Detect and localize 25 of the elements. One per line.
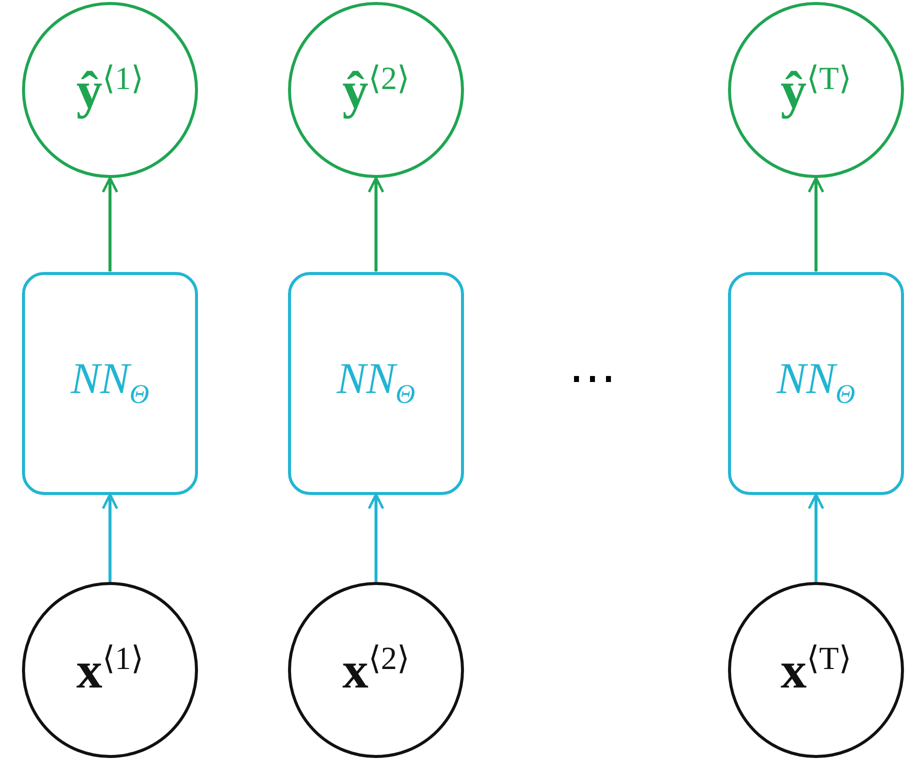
arrow xyxy=(368,493,384,582)
arrow xyxy=(102,176,118,272)
math-label: x$^{⟨2⟩}$ xyxy=(342,642,410,698)
arrow xyxy=(368,176,384,272)
math-label: ŷ$^{⟨T⟩}$ xyxy=(780,62,852,118)
variable-circle xyxy=(22,2,198,178)
network-box xyxy=(288,272,464,494)
variable-circle xyxy=(288,2,464,178)
math-label: NN$_{Θ}$ xyxy=(336,357,416,409)
math-label: ŷ$^{⟨2⟩}$ xyxy=(342,62,410,118)
math-label: ŷ$^{⟨1⟩}$ xyxy=(76,62,144,118)
variable-circle xyxy=(22,582,198,758)
math-label: NN$_{Θ}$ xyxy=(70,357,150,409)
variable-circle xyxy=(728,582,904,758)
ellipsis: ⋯ xyxy=(568,355,618,403)
math-label: NN$_{Θ}$ xyxy=(776,357,856,409)
arrow xyxy=(808,176,824,272)
network-box xyxy=(728,272,904,494)
arrow xyxy=(808,493,824,582)
network-box xyxy=(22,272,198,494)
arrow xyxy=(102,493,118,582)
variable-circle xyxy=(728,2,904,178)
variable-circle xyxy=(288,582,464,758)
math-label: x$^{⟨1⟩}$ xyxy=(76,642,144,698)
math-label: x$^{⟨T⟩}$ xyxy=(780,642,852,698)
